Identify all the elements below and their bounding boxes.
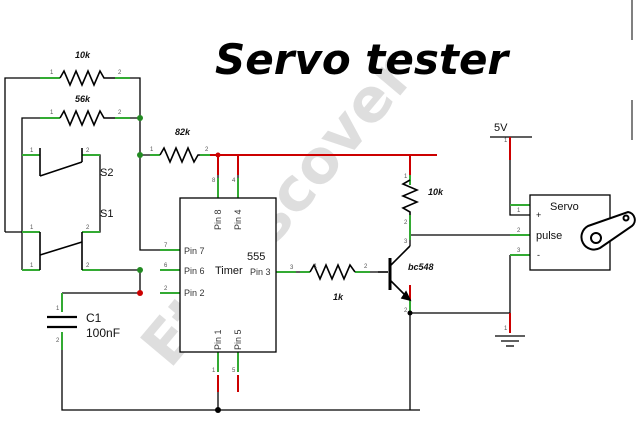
timer-pin-5: Pin 5 xyxy=(233,329,243,350)
timer-pin-8: Pin 8 xyxy=(213,209,223,230)
pin-number: 1 xyxy=(404,174,408,180)
pin-number: 2 xyxy=(404,220,408,226)
timer-pin-2: Pin 2 xyxy=(184,288,205,298)
junction-node xyxy=(137,290,143,296)
pin-number: 2 xyxy=(404,308,408,314)
pin-number: 2 xyxy=(205,147,209,153)
resistor-56k-label: 56k xyxy=(75,94,91,104)
pin-number: 7 xyxy=(164,243,168,249)
transistor-bc548 xyxy=(378,245,412,302)
junction-node xyxy=(407,310,413,316)
junction-node xyxy=(215,407,221,413)
pin-number: 2 xyxy=(86,148,90,154)
resistor-82k: 82k xyxy=(159,127,200,165)
pin-number: 3 xyxy=(517,248,521,254)
pin-number: 3 xyxy=(404,239,408,245)
pin-number: 2 xyxy=(164,286,168,292)
pin-number: 1 xyxy=(150,147,154,153)
timer-label-timer: Timer xyxy=(215,265,243,277)
pin-number: 1 xyxy=(212,368,216,374)
timer-555-body xyxy=(179,197,277,353)
timer-pin-1: Pin 1 xyxy=(213,329,223,350)
timer-pin-4: Pin 4 xyxy=(233,209,243,230)
servo-title: Servo xyxy=(550,201,579,213)
resistor-56k: 56k xyxy=(59,94,115,128)
pin-number: 8 xyxy=(212,178,216,184)
servo-plus: + xyxy=(536,210,541,220)
pin-number: 1 xyxy=(50,70,54,76)
junction-node xyxy=(137,267,143,273)
watermark: Et Discover xyxy=(128,41,428,380)
timer-pin-7: Pin 7 xyxy=(184,246,205,256)
pin-number: 2 xyxy=(364,264,368,270)
component-leads xyxy=(22,77,530,372)
pin-number: 1 xyxy=(517,208,521,214)
pin-number: 1 xyxy=(314,264,318,270)
supply-label: 5V xyxy=(494,122,508,134)
pin-number: 1 xyxy=(504,326,508,332)
resistor-1k: 1k xyxy=(309,262,356,302)
pin-number: 1 xyxy=(30,263,34,269)
timer-pin-6: Pin 6 xyxy=(184,266,205,276)
supply-wiring xyxy=(210,137,511,392)
pin-number: 1 xyxy=(30,225,34,231)
servo-pulse: pulse xyxy=(536,230,562,242)
resistor-82k-label: 82k xyxy=(175,127,191,137)
junction-node xyxy=(137,152,143,158)
pin-number: 4 xyxy=(232,178,236,184)
junction-node xyxy=(137,115,143,121)
capacitor-name: C1 xyxy=(86,311,102,325)
pin-number: 1 xyxy=(504,138,508,144)
pin-number: 2 xyxy=(56,338,60,344)
switch-s2-label: S2 xyxy=(100,167,113,179)
resistor-1k-label: 1k xyxy=(333,292,344,302)
pin-number: 1 xyxy=(50,110,54,116)
pin-number: 3 xyxy=(290,265,294,271)
resistor-10k-top: 10k xyxy=(59,50,115,88)
resistor-10k-top-label: 10k xyxy=(75,50,91,60)
capacitor-value: 100nF xyxy=(86,326,120,340)
pin-number: 2 xyxy=(86,263,90,269)
pin-number: 2 xyxy=(86,225,90,231)
pin-number: 6 xyxy=(164,263,168,269)
junction-node xyxy=(215,152,221,158)
pin-number: 2 xyxy=(118,110,122,116)
servo-minus: - xyxy=(537,250,540,260)
timer-pin-3: Pin 3 xyxy=(250,267,271,277)
pin-number: 5 xyxy=(232,368,236,374)
timer-label-555: 555 xyxy=(247,251,265,263)
pin-number: 2 xyxy=(118,70,122,76)
transistor-label: bc548 xyxy=(408,262,434,272)
resistor-10k-collector-label: 10k xyxy=(428,187,444,197)
diagram-title: Servo tester xyxy=(215,35,510,84)
pin-number: 1 xyxy=(56,306,60,312)
pin-number: 1 xyxy=(30,148,34,154)
pin-number: 2 xyxy=(517,228,521,234)
switch-s1-label: S1 xyxy=(100,208,113,220)
switch-s2 xyxy=(39,148,83,177)
capacitor-c1 xyxy=(47,315,77,329)
resistor-10k-collector: 10k xyxy=(400,179,444,215)
switch-s1 xyxy=(39,232,83,270)
servo-horn-icon xyxy=(580,210,636,251)
